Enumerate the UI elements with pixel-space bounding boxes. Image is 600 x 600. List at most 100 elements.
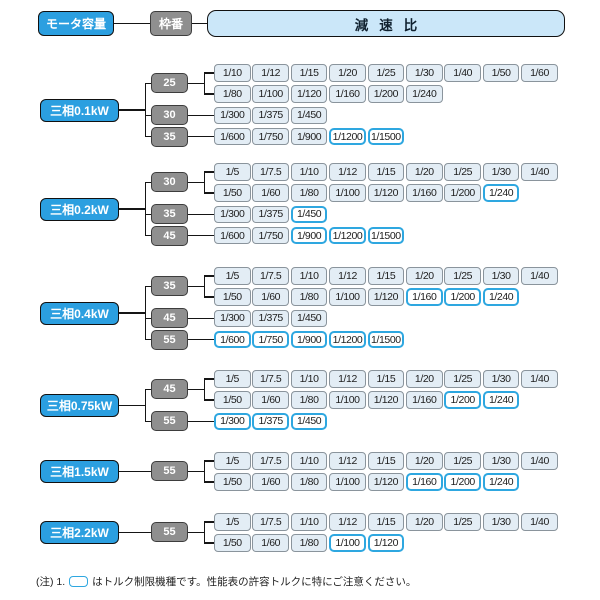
ratio-chip: 1/750 <box>252 226 289 245</box>
connector-line <box>145 234 151 237</box>
connector-line <box>188 338 214 341</box>
frame-number-box: 55 <box>151 329 188 350</box>
ratio-chip: 1/200 <box>444 288 481 306</box>
connector-line <box>119 470 151 473</box>
connector-line <box>119 312 146 314</box>
connector-line <box>119 531 151 534</box>
ratio-chip: 1/1500 <box>367 330 405 349</box>
ratio-chip: 1/240 <box>482 184 520 202</box>
ratio-chip: 1/7.5 <box>252 163 289 181</box>
ratio-chip: 1/120 <box>367 391 405 409</box>
connector-line <box>188 181 206 184</box>
frame-number-box: 45 <box>151 308 188 329</box>
connector-line <box>204 378 214 380</box>
ratio-chip: 1/450 <box>290 205 328 224</box>
ratio-chip: 1/7.5 <box>252 452 289 470</box>
connector-line <box>203 275 206 298</box>
frame-number-box: 45 <box>151 379 188 400</box>
ratio-chip: 1/80 <box>290 391 328 409</box>
ratio-chip: 1/30 <box>482 163 520 181</box>
ratio-chip: 1/300 <box>214 205 251 224</box>
ratio-chip: 1/750 <box>252 330 289 349</box>
ratio-chip: 1/12 <box>329 452 366 470</box>
ratio-chip: 1/12 <box>329 163 366 181</box>
ratio-chip: 1/50 <box>214 473 251 491</box>
ratio-chip: 1/375 <box>252 106 289 125</box>
connector-line <box>204 275 214 277</box>
ratio-chip: 1/100 <box>329 534 366 552</box>
ratio-chip: 1/60 <box>252 534 289 552</box>
connector-line <box>145 388 151 391</box>
ratio-chip: 1/600 <box>214 330 251 349</box>
ratio-chip: 1/25 <box>444 370 481 388</box>
connector-line <box>204 542 214 544</box>
footnote-text: はトルク制限機種です。性能表の許容トルクに特にご注意ください。 <box>92 576 417 588</box>
connector-line <box>204 192 214 194</box>
ratio-chip: 1/900 <box>290 127 328 146</box>
connector-line <box>188 317 214 320</box>
ratio-chip: 1/100 <box>329 473 366 491</box>
connector-line <box>204 93 214 95</box>
ratio-chip: 1/900 <box>290 330 328 349</box>
ratio-chip: 1/12 <box>329 267 366 285</box>
connector-line <box>144 82 147 138</box>
ratio-chip: 1/12 <box>329 370 366 388</box>
frame-no-header: 枠番 <box>150 11 192 36</box>
ratio-chip: 1/1500 <box>367 226 405 245</box>
ratio-chip: 1/600 <box>214 226 251 245</box>
ratio-chip: 1/7.5 <box>252 513 289 531</box>
ratio-chip: 1/750 <box>252 127 289 146</box>
ratio-chip: 1/50 <box>214 391 251 409</box>
ratio-chip: 1/40 <box>521 163 558 181</box>
connector-line <box>188 420 214 423</box>
ratio-chip: 1/10 <box>290 452 328 470</box>
frame-number-box: 25 <box>151 73 188 94</box>
ratio-chip: 1/10 <box>290 513 328 531</box>
ratio-chip: 1/10 <box>290 267 328 285</box>
ratio-chip: 1/20 <box>329 64 366 82</box>
connector-line <box>188 82 206 85</box>
ratio-chip: 1/12 <box>329 513 366 531</box>
ratio-chip: 1/1500 <box>367 127 405 146</box>
ratio-chip: 1/5 <box>214 513 251 531</box>
ratio-chip: 1/120 <box>290 85 328 103</box>
reduction-ratio-header: 減速比 <box>207 10 565 37</box>
ratio-chip: 1/450 <box>290 106 328 125</box>
ratio-chip: 1/375 <box>252 309 289 328</box>
ratio-chip: 1/40 <box>521 513 558 531</box>
connector-line <box>204 481 214 483</box>
ratio-chip: 1/15 <box>290 64 328 82</box>
ratio-chip: 1/10 <box>290 163 328 181</box>
connector-line <box>203 72 206 95</box>
torque-limited-legend-icon <box>69 576 89 587</box>
connector-line <box>188 531 206 534</box>
motor-capacity-header: モータ容量 <box>38 11 114 36</box>
ratio-chip: 1/30 <box>482 452 520 470</box>
ratio-chip: 1/200 <box>444 184 481 202</box>
ratio-chip: 1/5 <box>214 370 251 388</box>
ratio-chip: 1/10 <box>290 370 328 388</box>
ratio-chip: 1/120 <box>367 288 405 306</box>
connector-line <box>204 72 214 74</box>
connector-line <box>144 285 147 341</box>
ratio-chip: 1/15 <box>367 452 405 470</box>
ratio-chip: 1/60 <box>252 391 289 409</box>
ratio-chip: 1/25 <box>444 513 481 531</box>
ratio-chip: 1/25 <box>444 163 481 181</box>
ratio-chip: 1/120 <box>367 184 405 202</box>
frame-number-box: 35 <box>151 276 188 297</box>
ratio-chip: 1/30 <box>406 64 443 82</box>
footnote: (注) 1. はトルク制限機種です。性能表の許容トルクに特にご注意ください。 <box>36 574 416 589</box>
connector-line <box>145 135 151 138</box>
ratio-chip: 1/40 <box>521 452 558 470</box>
ratio-chip: 1/200 <box>444 473 481 491</box>
motor-capacity-box: 三相0.4kW <box>40 301 119 325</box>
frame-number-box: 55 <box>151 411 188 432</box>
connector-line <box>145 420 151 423</box>
connector-line <box>204 296 214 298</box>
ratio-chip: 1/15 <box>367 163 405 181</box>
ratio-chip: 1/80 <box>290 534 328 552</box>
connector-line <box>144 388 147 423</box>
